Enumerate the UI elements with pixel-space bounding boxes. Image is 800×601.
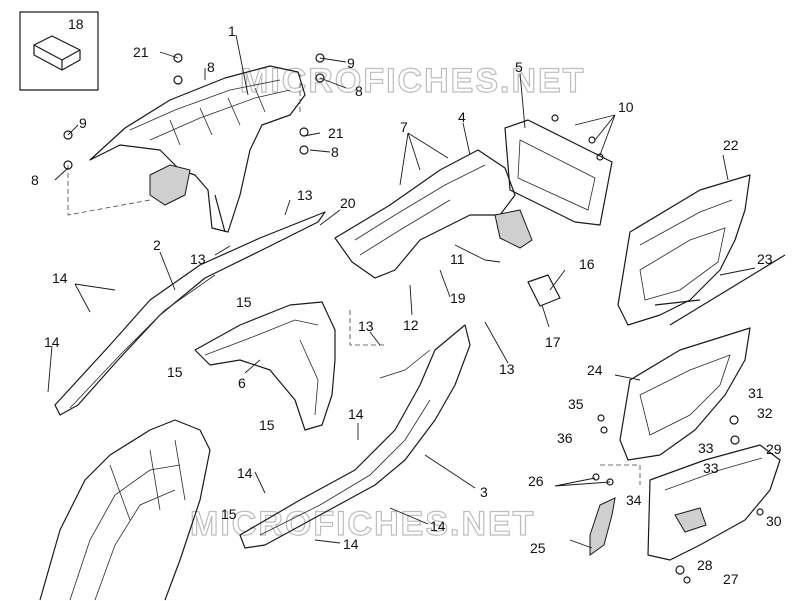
callout-33: 33 xyxy=(703,460,719,476)
callout-31: 31 xyxy=(748,385,764,401)
watermark-bottom: MICROFICHES.NET xyxy=(190,505,535,543)
callout-35: 35 xyxy=(568,396,584,412)
callout-4: 4 xyxy=(458,109,466,125)
callout-8: 8 xyxy=(31,172,39,188)
callout-33: 33 xyxy=(698,440,714,456)
callout-23: 23 xyxy=(757,251,773,267)
callout-21: 21 xyxy=(328,125,344,141)
callout-24: 24 xyxy=(587,362,603,378)
callout-13: 13 xyxy=(190,251,206,267)
callout-14: 14 xyxy=(343,536,359,552)
callout-7: 7 xyxy=(400,119,408,135)
dashed-guides xyxy=(67,75,641,485)
callout-25: 25 xyxy=(530,540,546,556)
callout-13: 13 xyxy=(358,318,374,334)
part-24-taillight xyxy=(619,327,751,461)
part-29-30-lower-module xyxy=(647,444,781,561)
callout-15: 15 xyxy=(236,294,252,310)
callout-16: 16 xyxy=(579,256,595,272)
callout-12: 12 xyxy=(403,317,419,333)
callout-1: 1 xyxy=(228,23,236,39)
callout-22: 22 xyxy=(723,137,739,153)
part-1-rack xyxy=(89,65,306,233)
callout-26: 26 xyxy=(528,473,544,489)
callout-27: 27 xyxy=(723,571,739,587)
callout-14: 14 xyxy=(237,465,253,481)
callout-19: 19 xyxy=(450,290,466,306)
callout-14: 14 xyxy=(52,270,68,286)
part-16-17-bracket xyxy=(527,274,561,307)
callout-14: 14 xyxy=(348,406,364,422)
callout-labels: 18 1 21 8 9 8 9 21 8 8 5 10 4 7 22 13 20… xyxy=(31,16,782,587)
callout-6: 6 xyxy=(238,375,246,391)
callout-9: 9 xyxy=(347,55,355,71)
part-22-23-side-panel xyxy=(617,174,786,326)
callout-11: 11 xyxy=(450,251,465,267)
callout-28: 28 xyxy=(697,557,713,573)
callout-13: 13 xyxy=(499,361,515,377)
callout-8: 8 xyxy=(331,144,339,160)
callout-2: 2 xyxy=(153,237,161,253)
callout-13: 13 xyxy=(297,187,313,203)
callout-9: 9 xyxy=(79,115,87,131)
callout-10: 10 xyxy=(618,99,634,115)
part-4-bracket xyxy=(334,149,533,279)
part-2-left-rail xyxy=(54,211,326,416)
callout-29: 29 xyxy=(766,441,782,457)
callout-3: 3 xyxy=(480,484,488,500)
part-3-tail-cover xyxy=(239,324,471,549)
callout-5: 5 xyxy=(515,59,523,75)
callout-21: 21 xyxy=(133,44,149,60)
callout-15: 15 xyxy=(167,364,183,380)
part-6-fender xyxy=(194,301,336,431)
callout-8: 8 xyxy=(207,59,215,75)
callout-30: 30 xyxy=(766,513,782,529)
callout-17: 17 xyxy=(545,334,561,350)
watermark-top: MICROFICHES.NET xyxy=(240,62,585,100)
callout-14: 14 xyxy=(44,334,60,350)
callout-8: 8 xyxy=(355,83,363,99)
frame-subframe xyxy=(39,419,211,601)
callout-15: 15 xyxy=(259,417,275,433)
callout-18: 18 xyxy=(68,16,84,32)
callout-36: 36 xyxy=(557,430,573,446)
callout-14: 14 xyxy=(430,518,446,534)
callout-34: 34 xyxy=(626,492,642,508)
part-25-strip xyxy=(589,497,616,556)
leader-lines xyxy=(47,34,756,549)
part-5-plate-holder xyxy=(504,119,613,226)
callout-20: 20 xyxy=(340,195,356,211)
callout-15: 15 xyxy=(221,506,237,522)
callout-32: 32 xyxy=(757,405,773,421)
fasteners xyxy=(63,53,764,584)
part-18-inset xyxy=(19,11,99,91)
